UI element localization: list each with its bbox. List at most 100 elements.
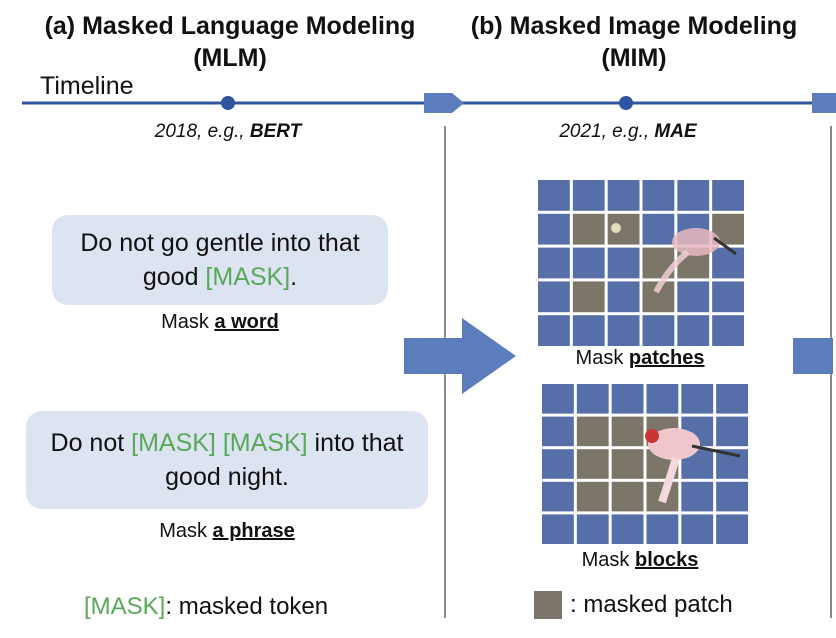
image-patch	[681, 481, 714, 512]
mlm-example-phrase-space	[216, 429, 223, 457]
caption-mask-phrase-emph: a phrase	[212, 520, 295, 542]
timeline-dot-mae	[619, 96, 633, 110]
image-patch	[576, 384, 609, 414]
caption-mask-patches-emph: patches	[628, 347, 705, 369]
image-patch	[611, 384, 644, 414]
image-patch	[716, 481, 748, 512]
caption-mask-blocks: Mask blocks	[520, 549, 760, 572]
image-patch	[642, 315, 675, 346]
image-patch	[712, 315, 744, 346]
image-patch	[542, 514, 574, 544]
masked-patch	[572, 281, 605, 313]
legend-masked-patch-text: : masked patch	[570, 591, 733, 618]
year-mae: 2021, e.g., MAE	[500, 121, 756, 143]
caption-mask-phrase: Mask a phrase	[26, 520, 428, 543]
timeline-chevron-2	[812, 93, 836, 113]
panel-a-title-line2: (MLM)	[193, 44, 267, 72]
image-patch	[712, 281, 744, 313]
legend-masked-token-text: : masked token	[165, 593, 329, 620]
caption-mask-word-emph: a word	[214, 311, 279, 333]
mask-token-1: [MASK]	[131, 429, 216, 457]
bird-image	[611, 223, 737, 294]
timeline-label: Timeline	[40, 72, 134, 100]
mlm-example-phrase-text1: Do not	[50, 429, 132, 457]
mlm-example-phrase-line2: good night.	[165, 463, 289, 491]
image-patch	[542, 384, 574, 414]
image-patch	[572, 247, 605, 279]
image-patch	[677, 180, 710, 211]
image-patch	[572, 315, 605, 346]
bird-image	[645, 428, 741, 504]
masked-patch	[576, 481, 609, 512]
image-patch	[607, 281, 640, 313]
image-patch	[712, 180, 744, 211]
image-patch	[677, 315, 710, 346]
year-mae-model: MAE	[654, 121, 697, 142]
caption-mask-blocks-plain: Mask	[581, 549, 635, 571]
caption-mask-patches-plain: Mask	[575, 347, 629, 369]
caption-mask-patches: Mask patches	[520, 347, 760, 370]
caption-mask-blocks-emph: blocks	[634, 549, 699, 571]
mlm-example-word-line1: Do not go gentle into that	[80, 229, 360, 257]
image-patch	[538, 247, 570, 279]
image-patch	[542, 416, 574, 447]
image-patch	[607, 247, 640, 279]
mlm-example-phrase-line1: Do not [MASK] [MASK] into that	[51, 426, 404, 460]
year-bert: 2018, e.g., BERT	[100, 121, 356, 143]
mlm-example-word-end: .	[290, 263, 298, 291]
masked-patch	[572, 213, 605, 245]
image-patch	[611, 514, 644, 544]
image-patch	[576, 514, 609, 544]
transition-arrow-next	[793, 338, 833, 374]
mask-token-2: [MASK]	[222, 429, 308, 457]
image-patch	[677, 281, 710, 313]
image-patch	[681, 384, 714, 414]
masked-patch	[611, 416, 644, 447]
timeline-dot-bert	[221, 96, 235, 110]
image-patch	[607, 180, 640, 211]
image-patch	[542, 449, 574, 479]
year-mae-text: 2021, e.g.,	[559, 121, 655, 142]
image-patch	[716, 416, 748, 447]
image-patch	[572, 180, 605, 211]
legend-masked-patch-swatch	[534, 591, 562, 619]
legend-mask-token: [MASK]	[84, 593, 166, 620]
mlm-example-word-text: good	[142, 263, 206, 291]
masked-patch	[611, 481, 644, 512]
panel-a-title: (a) Masked Language Modeling (MLM)	[10, 10, 450, 74]
caption-mask-word-plain: Mask	[161, 311, 215, 333]
masked-patch	[576, 416, 609, 447]
transition-arrow-mlm-to-mim	[404, 318, 516, 394]
image-patch	[646, 384, 679, 414]
mlm-example-phrase-end: into that	[307, 429, 404, 457]
image-patch	[716, 514, 748, 544]
year-bert-text: 2018, e.g.,	[154, 121, 250, 142]
panel-b-title-line1: (b) Masked Image Modeling	[470, 12, 798, 40]
patch-grid-random	[538, 180, 744, 346]
masked-patch	[611, 449, 644, 479]
image-patch	[538, 180, 570, 211]
panel-a-title-line1: (a) Masked Language Modeling	[44, 12, 416, 40]
timeline-chevron-1	[424, 93, 464, 113]
mlm-example-word: Do not go gentle into that good [MASK].	[52, 215, 388, 305]
image-patch	[716, 384, 748, 414]
image-patch	[538, 213, 570, 245]
caption-mask-phrase-plain: Mask	[159, 520, 213, 542]
caption-mask-word: Mask a word	[52, 311, 388, 334]
image-patch	[642, 213, 675, 245]
panel-b-title: (b) Masked Image Modeling (MIM)	[446, 10, 822, 74]
image-patch	[681, 514, 714, 544]
timeline	[22, 93, 836, 113]
masked-patch	[576, 449, 609, 479]
image-patch	[538, 281, 570, 313]
image-patch	[607, 315, 640, 346]
year-bert-model: BERT	[249, 121, 302, 142]
mlm-example-phrase: Do not [MASK] [MASK] into that good nigh…	[26, 411, 428, 509]
image-patch	[646, 514, 679, 544]
image-patch	[712, 247, 744, 279]
legend-masked-token: [MASK]: masked token	[84, 593, 328, 621]
panel-b-title-line2: (MIM)	[601, 44, 667, 72]
mask-token: [MASK]	[205, 263, 291, 291]
image-patch	[642, 180, 675, 211]
image-patch	[542, 481, 574, 512]
